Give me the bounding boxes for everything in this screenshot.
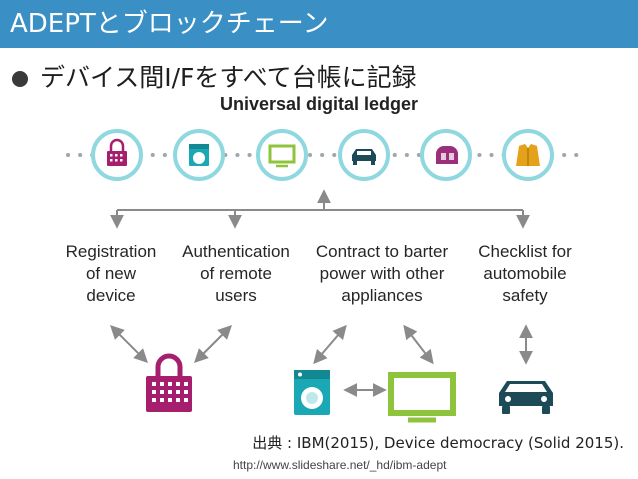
ledger-connector — [110, 189, 530, 229]
lower-arrows — [110, 324, 533, 397]
node-label-line: appliances — [341, 286, 422, 305]
lock-icon — [107, 138, 127, 166]
arrow-registration-lock — [110, 325, 148, 363]
source-url: http://www.slideshare.net/_hd/ibm-adept — [233, 458, 447, 472]
node-label-line: Contract to barter — [316, 242, 449, 261]
toaster-icon — [436, 146, 458, 164]
tv-icon — [388, 372, 456, 423]
node-registration: Registration of new device — [66, 242, 157, 305]
jacket-icon — [516, 144, 540, 166]
lock-icon — [146, 353, 192, 412]
washer-icon — [294, 370, 330, 415]
title-bar: ADEPTとブロックチェーン — [0, 0, 638, 48]
tv-icon — [268, 144, 296, 168]
car-icon — [352, 149, 376, 165]
node-label-line: automobile — [483, 264, 566, 283]
node-label-line: users — [215, 286, 257, 305]
arrow-contract-tv — [403, 324, 434, 365]
node-label-line: Checklist for — [478, 242, 572, 261]
node-authentication: Authentication of remote users — [182, 242, 290, 305]
ledger-circle-tv — [256, 129, 308, 181]
slide-title: ADEPTとブロックチェーン — [10, 9, 329, 39]
node-label-line: Registration — [66, 242, 157, 261]
car-icon — [499, 381, 553, 414]
washer-icon — [189, 144, 209, 166]
node-label-line: Authentication — [182, 242, 290, 261]
ledger-title: Universal digital ledger — [219, 94, 419, 114]
node-checklist: Checklist for automobile safety — [478, 242, 572, 305]
arrow-contract-washer — [313, 324, 347, 365]
node-label-line: of new — [86, 264, 137, 283]
node-label-line: safety — [502, 286, 548, 305]
node-contract: Contract to barter power with other appl… — [316, 242, 449, 305]
node-label-line: of remote — [200, 264, 272, 283]
citation: 出典 : IBM(2015), Device democracy (Solid … — [252, 434, 624, 452]
bullet-text: デバイス間I/Fをすべて台帳に記録 — [40, 63, 417, 92]
bullet-dot-icon — [12, 71, 28, 87]
node-label-line: power with other — [320, 264, 445, 283]
arrow-authentication-lock — [194, 325, 232, 363]
node-label-line: device — [86, 286, 135, 305]
